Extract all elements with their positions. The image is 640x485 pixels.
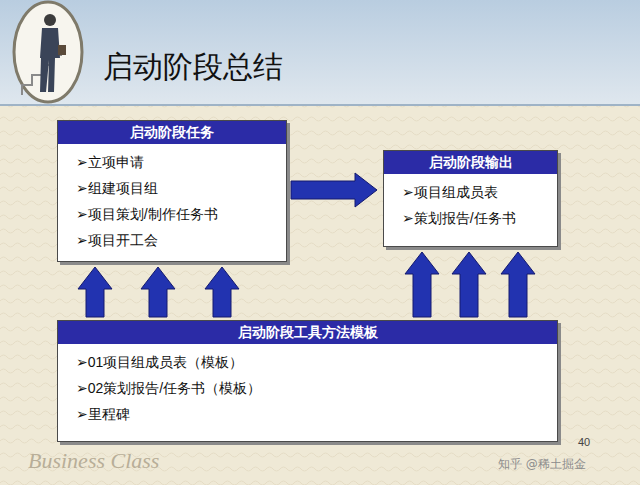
box-body: ➢01项目组成员表（模板）➢02策划报告/任务书（模板）➢里程碑 [58, 344, 557, 433]
box-body: ➢项目组成员表➢策划报告/任务书 [384, 174, 557, 237]
page-number: 40 [578, 436, 590, 448]
list-item: ➢策划报告/任务书 [402, 205, 549, 231]
figure-body [40, 28, 60, 92]
logo-oval [14, 2, 82, 102]
logo [14, 2, 82, 102]
texture [0, 105, 640, 485]
list-item: ➢里程碑 [76, 401, 549, 427]
band-rule [0, 104, 640, 106]
watermark: 知乎 @稀土掘金 [498, 456, 586, 473]
list-item: ➢组建项目组 [76, 175, 278, 201]
box-body: ➢立项申请➢组建项目组➢项目策划/制作任务书➢项目开工会 [58, 144, 286, 259]
top-band [0, 0, 640, 105]
list-item: ➢项目开工会 [76, 227, 278, 253]
block-arrow [291, 173, 377, 207]
block-arrow [405, 252, 439, 317]
figure-head [44, 14, 56, 26]
block-arrow [501, 252, 535, 317]
list-item: ➢项目组成员表 [402, 179, 549, 205]
box-header: 启动阶段输出 [384, 151, 557, 174]
list-item: ➢项目策划/制作任务书 [76, 201, 278, 227]
briefcase [58, 45, 66, 55]
slide-title: 启动阶段总结 [103, 48, 283, 86]
task-box: 启动阶段工具方法模板➢01项目组成员表（模板）➢02策划报告/任务书（模板）➢里… [57, 320, 558, 442]
block-arrow [78, 267, 112, 317]
box-header: 启动阶段任务 [58, 121, 286, 144]
task-box: 启动阶段输出➢项目组成员表➢策划报告/任务书 [383, 150, 558, 247]
watermark-script: Business Class [28, 448, 159, 474]
task-box: 启动阶段任务➢立项申请➢组建项目组➢项目策划/制作任务书➢项目开工会 [57, 120, 287, 262]
block-arrow [205, 267, 239, 317]
block-arrow [141, 267, 175, 317]
list-item: ➢02策划报告/任务书（模板） [76, 375, 549, 401]
block-arrow [452, 252, 486, 317]
list-item: ➢立项申请 [76, 149, 278, 175]
list-item: ➢01项目组成员表（模板） [76, 349, 549, 375]
box-header: 启动阶段工具方法模板 [58, 321, 557, 344]
